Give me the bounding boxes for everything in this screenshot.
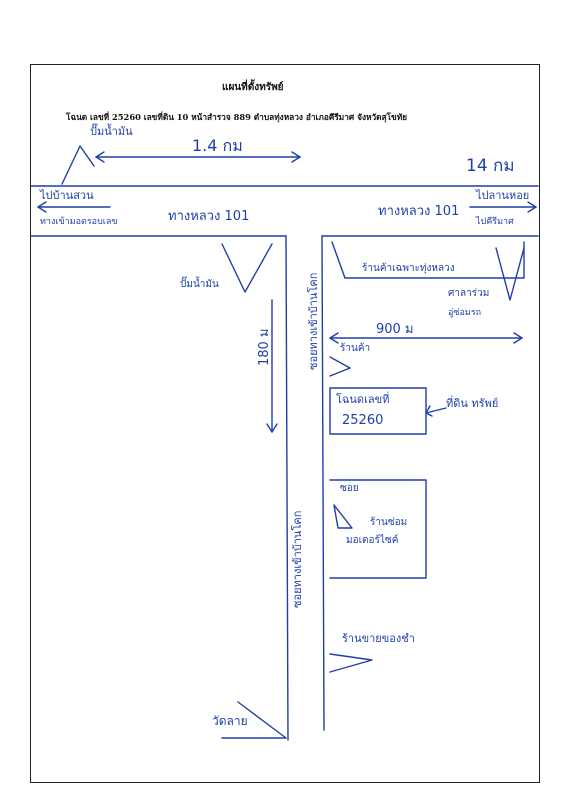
landmark-top-left-label: ปั๊มน้ำมัน <box>90 125 133 138</box>
landmark-near-plot-label: ร้านค้า <box>340 343 371 354</box>
landmark-marker-bottom <box>221 701 287 739</box>
landmark-top-right-label: ร้านค้าเฉพาะทุ่งหลวง <box>362 263 455 274</box>
road-right-direction: ไปลานหอย <box>476 189 530 202</box>
road-left-sub: ทางเข้ามอดรอบเลข <box>40 217 118 227</box>
landmark-bottom-label: วัดลาย <box>212 714 248 728</box>
highway-right-label: ทางหลวง 101 <box>378 204 460 219</box>
distance-top-label: 1.4 กม <box>192 136 243 155</box>
distance-side-road-label: 180 ม <box>257 328 272 366</box>
landmark-mid-left-label: ปั๊มน้ำมัน <box>180 279 219 290</box>
plot-note: ที่ดิน ทรัพย์ <box>446 397 499 410</box>
shop-2-label: มอเตอร์ไซค์ <box>346 535 399 546</box>
shop-1-label: ร้านซ่อม <box>370 517 408 528</box>
alley-label: ซอย <box>340 483 359 494</box>
distance-right-label: 14 กม <box>466 156 515 176</box>
distance-right-road-label: 900 ม <box>376 322 414 337</box>
landmark-right-2-label: อู่ซ่อมรถ <box>448 308 482 318</box>
landmark-marker-lower <box>329 653 373 673</box>
map-frame <box>30 64 540 783</box>
plot-title: โฉนดเลขที่ <box>336 393 390 406</box>
deed-info-line: โฉนด เลขที่ 25260 เลขที่ดิน 10 หน้าสำรวจ… <box>66 112 408 122</box>
map-title: แผนที่ตั้งทรัพย์ <box>222 82 284 93</box>
plot-number: 25260 <box>342 413 384 428</box>
road-left-direction: ไปบ้านสวน <box>40 189 94 202</box>
road-right-sub: ไปคีรีมาศ <box>476 217 514 227</box>
landmark-marker-top-left <box>61 145 95 185</box>
side-road-lower-label: ซอยทางเข้าบ้านโคก <box>291 510 304 608</box>
landmark-marker-near-plot <box>329 356 351 377</box>
landmark-lower-label: ร้านขายของชำ <box>342 632 415 645</box>
highway-left-label: ทางหลวง 101 <box>168 209 250 224</box>
landmark-marker-mid-left <box>221 243 273 293</box>
alley-outline <box>329 479 427 579</box>
landmark-marker-top-right <box>331 241 525 279</box>
side-road-upper-label: ซอยทางเข้าบ้านโคก <box>307 272 320 370</box>
side-road-right-edge <box>321 235 325 731</box>
plot-outline <box>329 387 427 435</box>
landmark-right-1-label: ศาลาร่วม <box>448 288 490 299</box>
side-road-left-edge <box>285 235 289 741</box>
